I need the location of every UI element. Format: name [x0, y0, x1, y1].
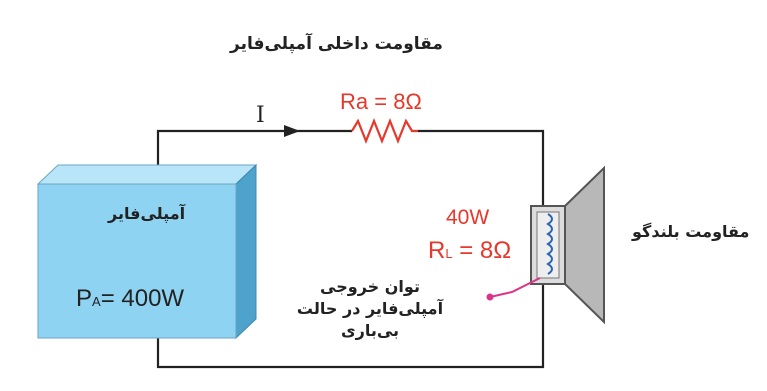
bottom-wire [156, 284, 545, 369]
top-wire-right [418, 129, 545, 206]
resistor-ra-label: Ra = 8Ω [340, 89, 422, 114]
amplifier-label: آمپلی‌فایر [108, 204, 186, 223]
output-power-line-3: بی‌باری [340, 321, 400, 340]
speaker-icon [530, 165, 605, 325]
speaker-coil [546, 213, 553, 275]
current-arrow-icon [284, 125, 300, 137]
output-power-line-1: توان خروجی [320, 277, 420, 296]
amplifier-box-side [235, 163, 257, 340]
amplifier-box-front [37, 183, 237, 339]
rl-prefix: R [428, 237, 445, 264]
probe-line [489, 277, 541, 298]
amplifier-box [36, 163, 258, 340]
resistor-ra-zigzag [351, 118, 418, 144]
probe-dot [486, 293, 494, 301]
output-power-label: توان خروجی آمپلی‌فایر در حالت بی‌باری [280, 276, 460, 342]
speaker-resistance-label: مقاومت بلندگو [632, 222, 750, 241]
rl-value: = 8Ω [453, 237, 512, 264]
pa-subscript: A [92, 294, 101, 309]
output-power-line-2: آمپلی‌فایر در حالت [296, 299, 444, 318]
rl-subscript: L [445, 246, 452, 261]
amplifier-internal-resistance-label: مقاومت داخلی آمپلی‌فایر [230, 34, 443, 54]
pa-label: PA= 400W [76, 285, 184, 312]
pa-value: = 400W [101, 285, 185, 312]
speaker-cone [564, 165, 605, 325]
pa-prefix: P [76, 285, 92, 312]
speaker-power-label: 40W [446, 206, 489, 229]
rl-label: RL = 8Ω [428, 237, 511, 264]
current-label: I [256, 103, 265, 128]
amplifier-box-top [36, 164, 258, 185]
